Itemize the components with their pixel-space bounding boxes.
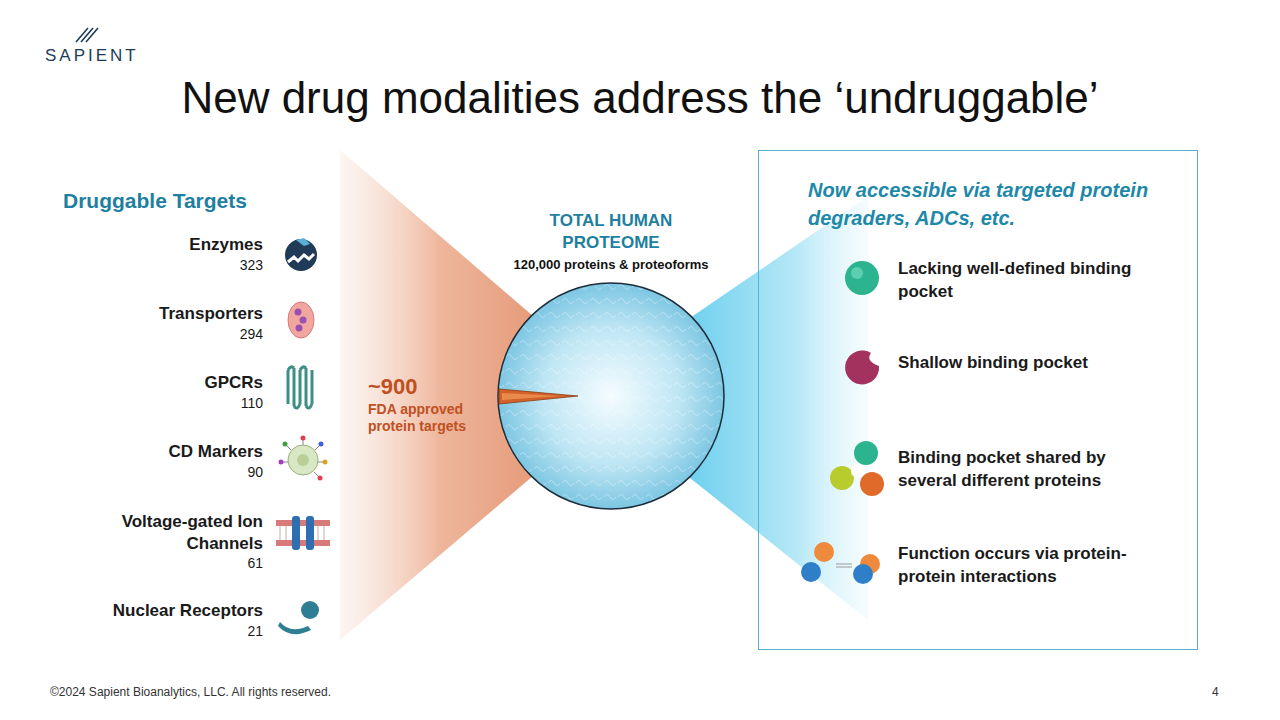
target-count: 61 [247, 555, 263, 571]
category-text: Shallow binding pocket [898, 351, 1128, 374]
target-count: 21 [247, 623, 263, 639]
category-text: Lacking well-defined binding pocket [898, 257, 1168, 303]
section-heading: Druggable Targets [63, 189, 247, 213]
circle-heading: TOTAL HUMAN PROTEOME [490, 210, 732, 254]
target-name: GPCRs [204, 373, 263, 393]
no-pocket-icon [845, 261, 879, 295]
category-text: Binding pocket shared by several differe… [898, 446, 1168, 492]
ion-channel-icon [276, 516, 330, 550]
target-count: 110 [241, 395, 263, 411]
page-number: 4 [1212, 685, 1219, 699]
accessible-panel: Now accessible via targeted protein degr… [758, 150, 1198, 650]
logo-mark [76, 28, 98, 42]
target-name: Voltage-gated Ion Channels [93, 511, 263, 555]
target-name: Transporters [159, 304, 263, 324]
slide-title: New drug modalities address the ‘undrugg… [0, 72, 1280, 124]
approved-note: FDA approved protein targets [368, 401, 483, 435]
proteome-sphere [490, 210, 732, 515]
transporter-icon [288, 302, 314, 338]
shallow-pocket-icon [845, 350, 879, 384]
circle-subheading: 120,000 proteins & proteoforms [490, 257, 732, 272]
nuclear-receptor-icon [278, 601, 319, 634]
category-text: Function occurs via protein-protein inte… [898, 542, 1168, 588]
target-name: CD Markers [169, 442, 264, 462]
panel-heading: Now accessible via targeted protein degr… [808, 176, 1178, 232]
target-count: 90 [247, 464, 263, 480]
cd-marker-icon [279, 436, 328, 481]
shared-pocket-icon [830, 441, 884, 496]
target-name: Nuclear Receptors [113, 601, 263, 621]
gpcr-icon [288, 367, 312, 408]
copyright: ©2024 Sapient Bioanalytics, LLC. All rig… [50, 685, 331, 699]
target-count: 323 [240, 257, 263, 273]
enzyme-icon [285, 238, 317, 271]
approved-count: ~900 [368, 374, 418, 400]
target-name: Enzymes [189, 235, 263, 255]
ppi-icon [801, 542, 880, 584]
logo-text: SAPIENT [45, 46, 139, 66]
target-count: 294 [240, 326, 263, 342]
proteome-circle: TOTAL HUMAN PROTEOME 120,000 proteins & p… [490, 210, 740, 515]
